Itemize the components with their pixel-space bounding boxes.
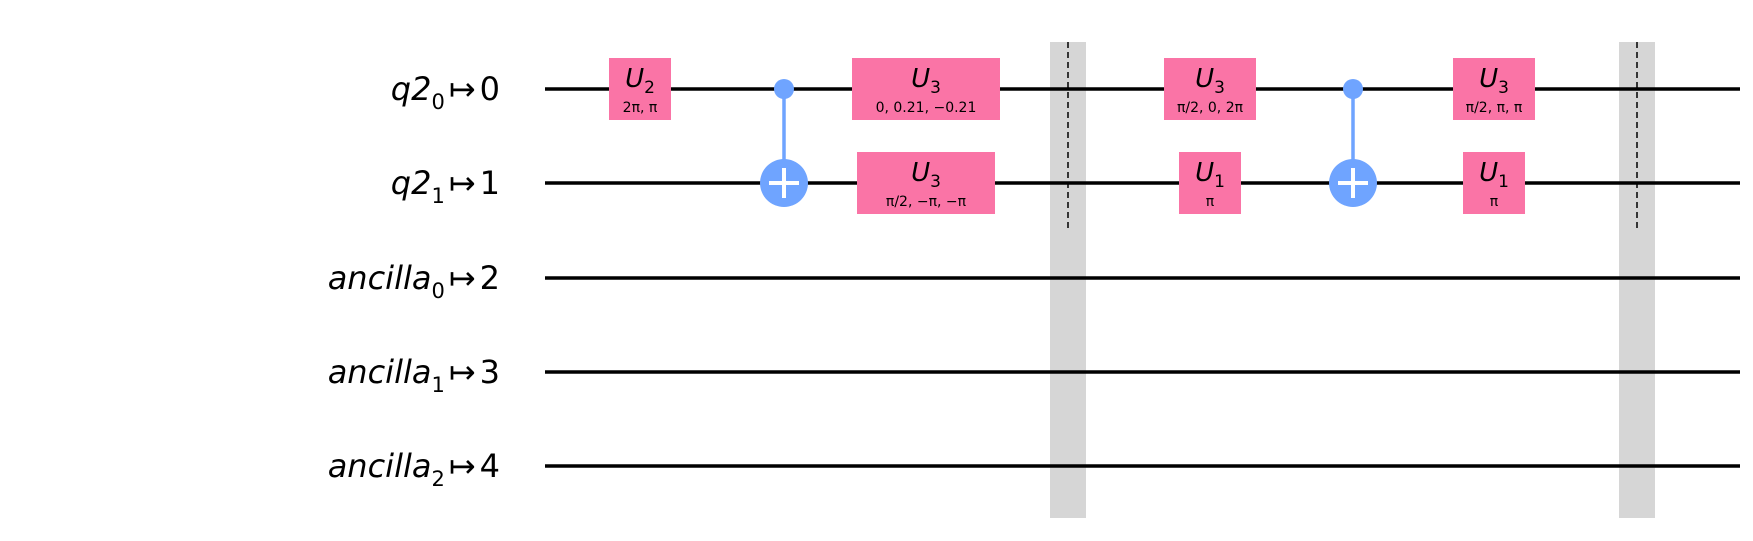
mapping-arrow: ↦ <box>449 447 476 485</box>
gate-u3: U3 π/2, 0, 2π <box>1164 58 1256 120</box>
gate-box <box>609 58 671 120</box>
gate-label: U3 <box>911 64 941 98</box>
gate-subscript: 3 <box>1214 78 1225 98</box>
gate-label: U2 <box>625 64 655 98</box>
barrier-layer <box>1050 42 1655 518</box>
cx-control-dot <box>774 79 794 99</box>
gate-u3: U3 π/2, −π, −π <box>857 152 995 214</box>
mapping-arrow: ↦ <box>449 70 476 108</box>
gate-subscript: 1 <box>1498 172 1509 192</box>
mapping-arrow: ↦ <box>449 164 476 202</box>
cx-gate-layer <box>760 79 1377 207</box>
physical-qubit-index: 1 <box>480 164 500 202</box>
cx-gate <box>760 79 808 207</box>
gate-params: π <box>1206 194 1215 210</box>
gate-box <box>1164 58 1256 120</box>
gate-name: U <box>911 158 930 188</box>
qubit-label: ancilla1↦3 <box>328 353 500 397</box>
gate-u3: U3 0, 0.21, −0.21 <box>852 58 1000 120</box>
mapping-arrow: ↦ <box>449 353 476 391</box>
qubit-label: q21↦1 <box>391 164 500 208</box>
barrier-band <box>1050 42 1086 518</box>
gate-name: U <box>1195 158 1214 188</box>
barrier-line-layer <box>1067 42 1638 232</box>
gate-name: U <box>625 64 644 94</box>
mapping-arrow: ↦ <box>449 259 476 297</box>
gate-subscript: 3 <box>930 78 941 98</box>
qubit-label: ancilla0↦2 <box>328 259 500 303</box>
gate-params: π/2, 0, 2π <box>1177 100 1244 116</box>
qubit-index: 2 <box>431 467 444 491</box>
gate-label: U1 <box>1479 158 1509 192</box>
qubit-register-name: q2 <box>391 164 432 202</box>
gate-name: U <box>1479 64 1498 94</box>
gate-box <box>857 152 995 214</box>
gate-subscript: 1 <box>1214 172 1225 192</box>
qubit-register-name: ancilla <box>328 353 432 391</box>
gate-u1: U1 π <box>1179 152 1241 214</box>
gate-label: U3 <box>1195 64 1225 98</box>
gate-params: 0, 0.21, −0.21 <box>876 100 977 116</box>
gate-subscript: 3 <box>1498 78 1509 98</box>
physical-qubit-index: 0 <box>480 70 500 108</box>
qubit-index: 1 <box>431 184 444 208</box>
cx-gate <box>1329 79 1377 207</box>
qubit-label: q20↦0 <box>391 70 500 114</box>
qubit-label: ancilla2↦4 <box>328 447 500 491</box>
gate-subscript: 3 <box>930 172 941 192</box>
wire-layer <box>545 87 1740 468</box>
physical-qubit-index: 4 <box>480 447 500 485</box>
gate-u1: U1 π <box>1463 152 1525 214</box>
gate-label: U3 <box>1479 64 1509 98</box>
qubit-index: 1 <box>431 373 444 397</box>
gate-label: U1 <box>1195 158 1225 192</box>
qubit-register-name: ancilla <box>328 259 432 297</box>
gate-params: 2π, π <box>623 100 658 116</box>
gate-label: U3 <box>911 158 941 192</box>
gate-name: U <box>1195 64 1214 94</box>
physical-qubit-index: 2 <box>480 259 500 297</box>
gate-box <box>852 58 1000 120</box>
gate-box <box>1463 152 1525 214</box>
gate-box <box>1179 152 1241 214</box>
cx-control-dot <box>1343 79 1363 99</box>
qubit-index: 0 <box>431 90 444 114</box>
gate-u3: U3 π/2, π, π <box>1453 58 1535 120</box>
gate-params: π <box>1490 194 1499 210</box>
gate-params: π/2, −π, −π <box>886 194 967 210</box>
qubit-index: 0 <box>431 279 444 303</box>
physical-qubit-index: 3 <box>480 353 500 391</box>
gate-subscript: 2 <box>644 78 655 98</box>
gate-name: U <box>911 64 930 94</box>
gate-name: U <box>1479 158 1498 188</box>
qubit-register-name: q2 <box>391 70 432 108</box>
barrier-band <box>1619 42 1655 518</box>
gate-params: π/2, π, π <box>1466 100 1523 116</box>
gate-u2: U2 2π, π <box>609 58 671 120</box>
qubit-register-name: ancilla <box>328 447 432 485</box>
gate-box <box>1453 58 1535 120</box>
